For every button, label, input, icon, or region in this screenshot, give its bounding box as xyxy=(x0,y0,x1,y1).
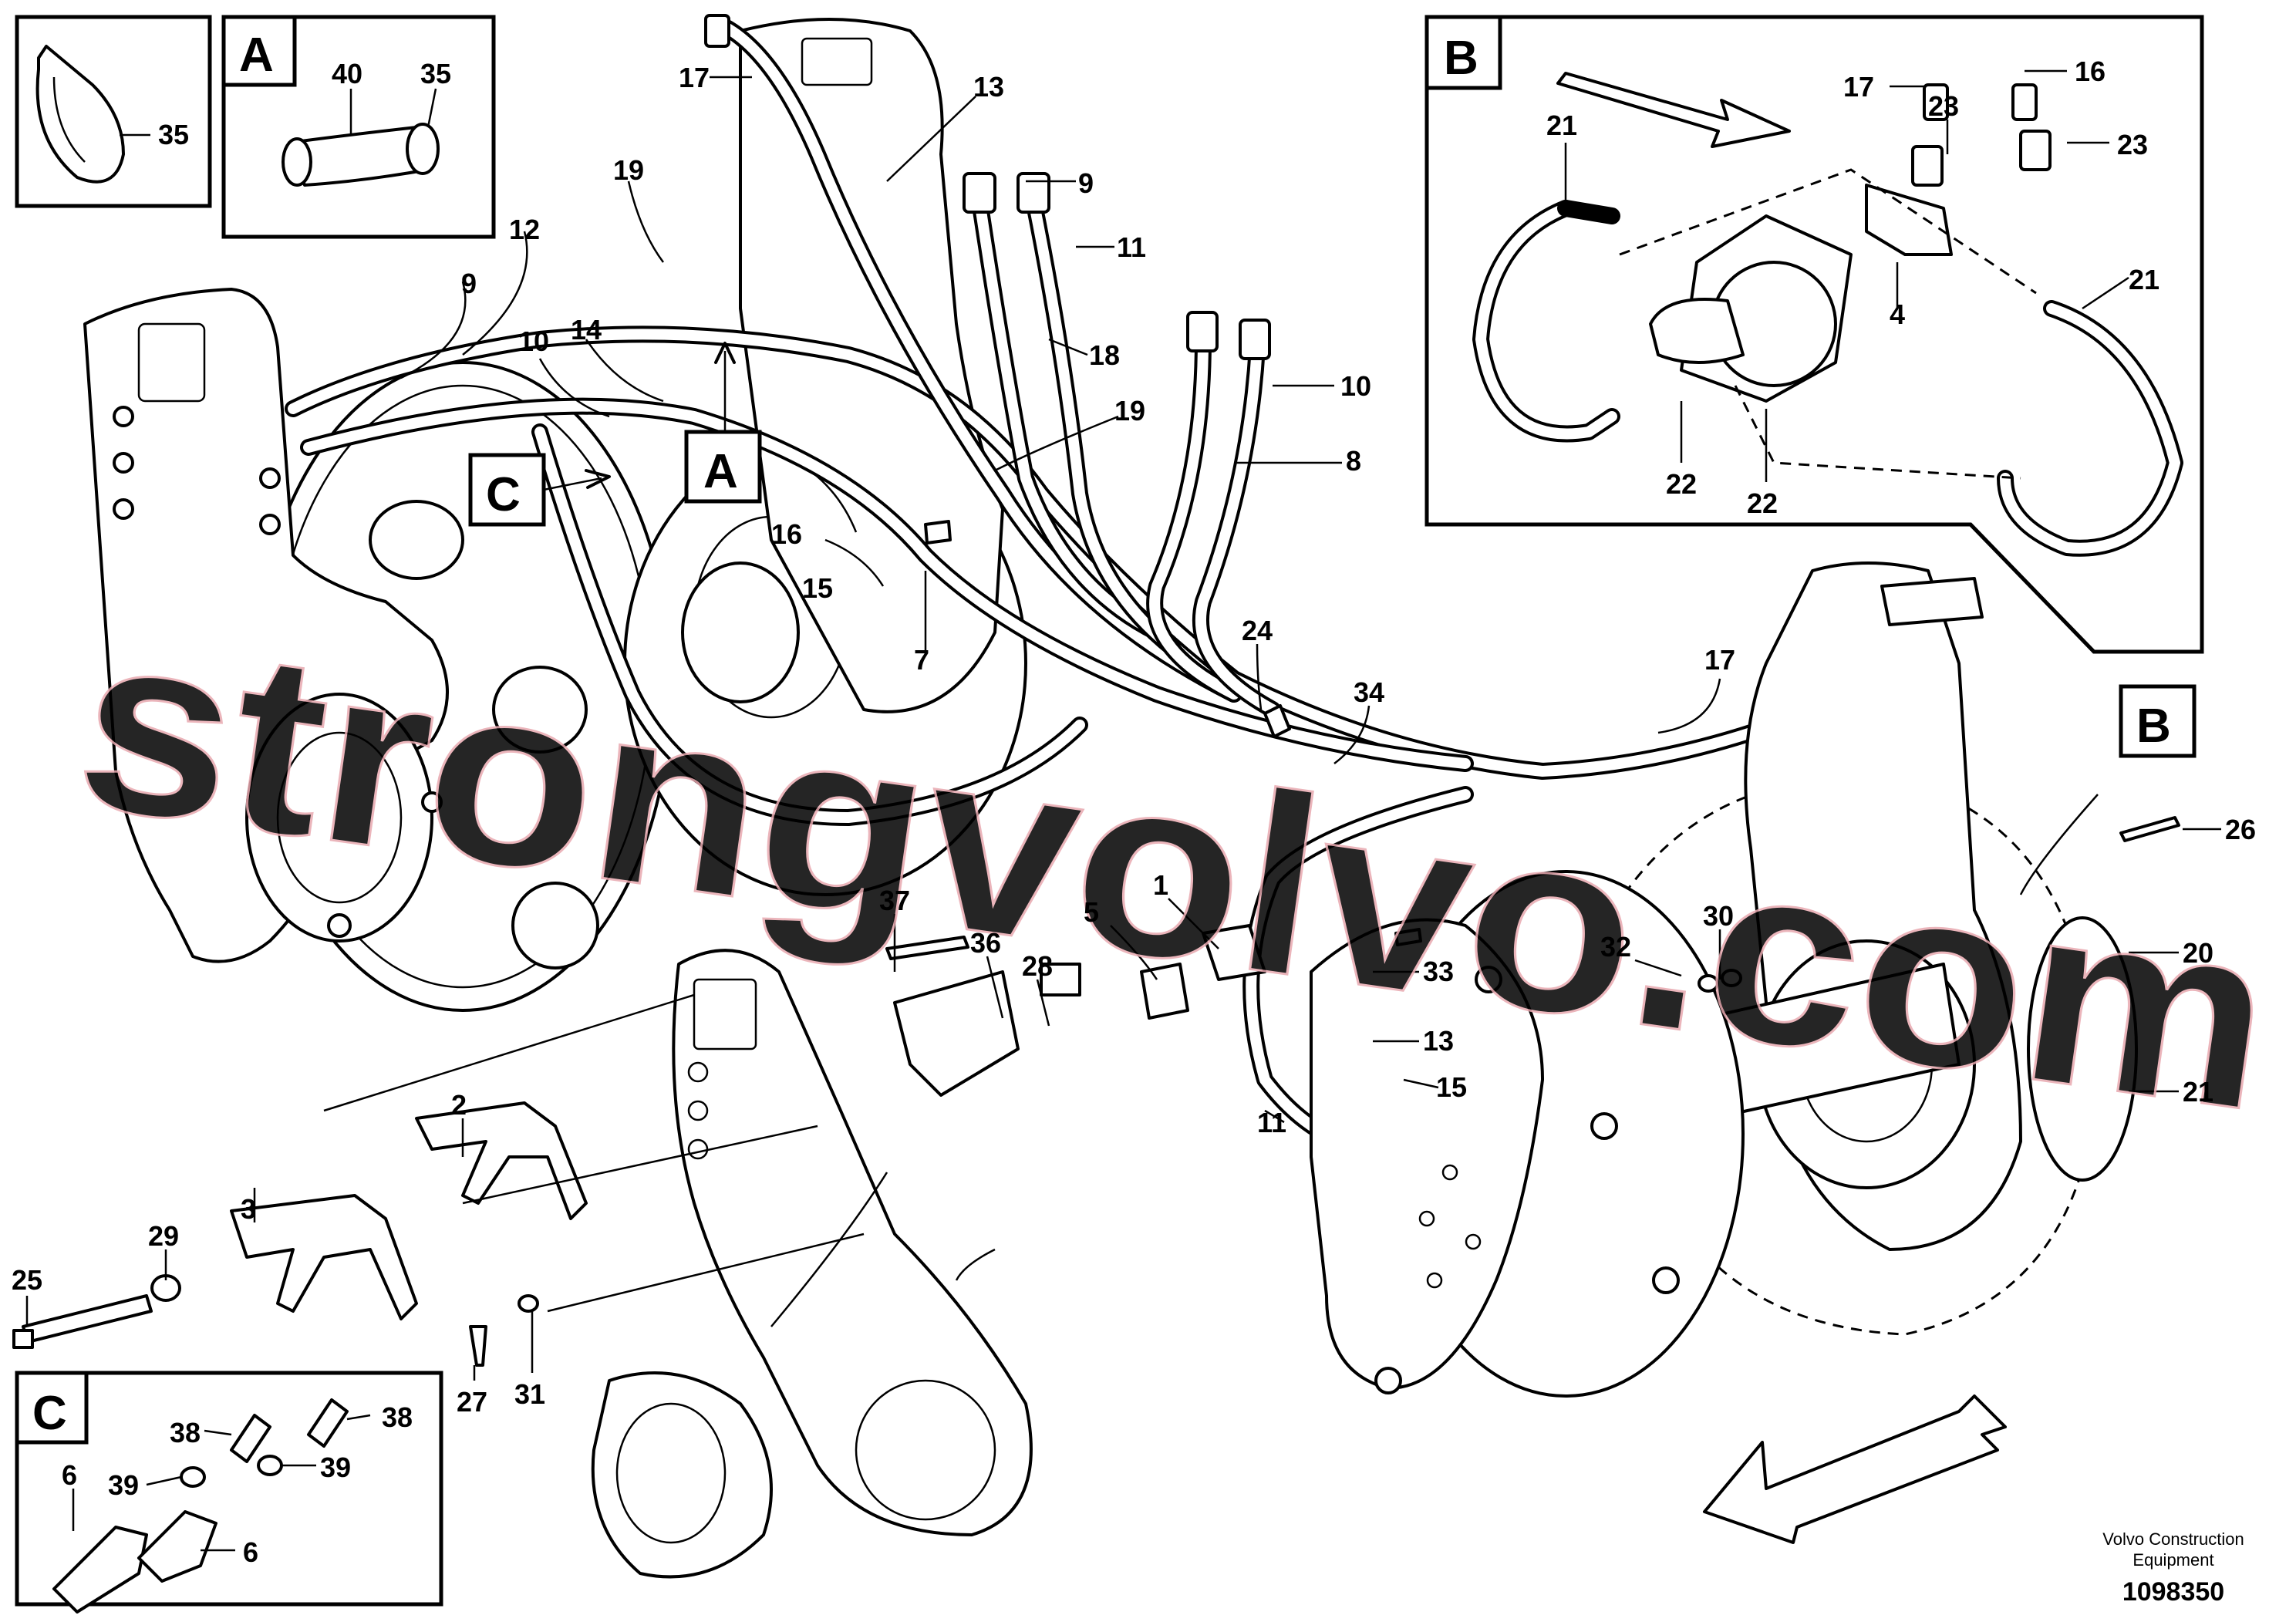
brackets-and-fasteners xyxy=(12,520,2180,1367)
detail-box-c-label: C xyxy=(32,1387,67,1440)
detail-box-b-label: B xyxy=(1444,32,1478,85)
callout-7: 7 xyxy=(914,644,929,676)
footer-brand: Volvo Construction Equipment 1098350 xyxy=(2102,1529,2244,1607)
callout-26-right: 26 xyxy=(2225,814,2256,845)
callout-40: 40 xyxy=(332,58,362,89)
callout-4-b: 4 xyxy=(1890,298,1905,330)
callout-6-c2: 6 xyxy=(243,1536,258,1568)
callout-19: 19 xyxy=(613,154,644,186)
detail-box-a-label: A xyxy=(239,29,274,82)
callout-38-c1: 38 xyxy=(170,1417,201,1448)
document-number: 1098350 xyxy=(2122,1577,2224,1607)
callout-27: 27 xyxy=(457,1386,487,1418)
callout-6-c1: 6 xyxy=(62,1459,77,1491)
leader-lines xyxy=(25,76,2221,1381)
callout-32: 32 xyxy=(1600,931,1631,963)
callout-24: 24 xyxy=(1242,615,1273,646)
callout-13-lower: 13 xyxy=(1423,1025,1454,1057)
reference-marker-b: B xyxy=(2119,684,2197,758)
right-drum-assembly xyxy=(1310,561,2138,1398)
callout-8: 8 xyxy=(1346,445,1361,477)
callout-33: 33 xyxy=(1423,956,1454,987)
callout-37: 37 xyxy=(879,885,910,916)
callout-35b: 35 xyxy=(420,58,451,89)
detail-box-a: A 40 35 xyxy=(221,15,496,239)
callout-35: 35 xyxy=(158,119,189,150)
cable-tie-icon xyxy=(35,45,125,184)
callout-16-b: 16 xyxy=(2075,56,2106,87)
reference-marker-a: A xyxy=(684,342,762,504)
callout-18: 18 xyxy=(1089,339,1120,371)
reference-marker-c-label: C xyxy=(486,468,521,521)
detail-box-b: B 21 17 16 23 23 4 21 22 22 xyxy=(1424,15,2204,654)
callout-9-left: 9 xyxy=(461,268,477,299)
callout-36: 36 xyxy=(970,927,1001,959)
callout-28: 28 xyxy=(1022,950,1053,982)
callout-11: 11 xyxy=(1117,231,1146,263)
callout-17-lower: 17 xyxy=(1704,644,1735,676)
callout-15-lower: 15 xyxy=(1436,1071,1467,1103)
callout-16: 16 xyxy=(771,518,802,550)
callout-39-c2: 39 xyxy=(320,1452,351,1483)
callout-10-left: 10 xyxy=(518,325,549,357)
callout-21-b2: 21 xyxy=(2129,264,2159,295)
callout-38-c2: 38 xyxy=(382,1401,413,1433)
callout-12: 12 xyxy=(509,214,540,245)
main-callouts: 17 13 9 11 12 19 9 10 14 18 19 10 8 16 1… xyxy=(12,62,2256,1418)
callout-20: 20 xyxy=(2183,937,2213,969)
reference-marker-a-label: A xyxy=(703,445,738,498)
callout-17-b: 17 xyxy=(1843,71,1874,103)
callout-5: 5 xyxy=(1084,896,1099,928)
detail-box-cable-tie: 35 xyxy=(15,15,212,208)
callout-23-b2: 23 xyxy=(2117,129,2148,160)
brand-line-2: Equipment xyxy=(2132,1550,2213,1570)
callout-30: 30 xyxy=(1703,900,1734,932)
arrow-icon xyxy=(1556,72,1791,148)
callout-21: 21 xyxy=(2183,1076,2213,1108)
callout-39-c1: 39 xyxy=(108,1469,139,1501)
callout-23-b1: 23 xyxy=(1928,90,1959,122)
callout-21-b: 21 xyxy=(1546,110,1577,141)
callout-2: 2 xyxy=(451,1089,467,1121)
callout-9: 9 xyxy=(1078,167,1094,199)
callout-14: 14 xyxy=(571,314,602,346)
callout-25: 25 xyxy=(12,1264,42,1296)
frame-plate xyxy=(591,949,1033,1579)
callout-11-lower: 11 xyxy=(1257,1107,1286,1138)
callout-22-b1: 22 xyxy=(1666,468,1697,500)
brand-line-1: Volvo Construction xyxy=(2102,1529,2244,1549)
callout-3: 3 xyxy=(241,1193,256,1225)
callout-1: 1 xyxy=(1153,869,1168,901)
detail-box-c: C 38 38 39 39 6 6 xyxy=(15,1371,443,1614)
callout-15: 15 xyxy=(802,572,833,604)
callout-19-right: 19 xyxy=(1114,395,1145,427)
reference-marker-b-label: B xyxy=(2136,700,2171,753)
arrow-icon xyxy=(1703,1394,2007,1544)
callout-10-right: 10 xyxy=(1340,370,1371,402)
callout-31: 31 xyxy=(514,1378,545,1410)
reference-marker-c: C xyxy=(468,453,611,527)
callout-29: 29 xyxy=(148,1220,179,1252)
callout-17: 17 xyxy=(679,62,710,93)
callout-22-b2: 22 xyxy=(1747,487,1778,519)
callout-13: 13 xyxy=(973,71,1004,103)
callout-34: 34 xyxy=(1354,676,1384,708)
